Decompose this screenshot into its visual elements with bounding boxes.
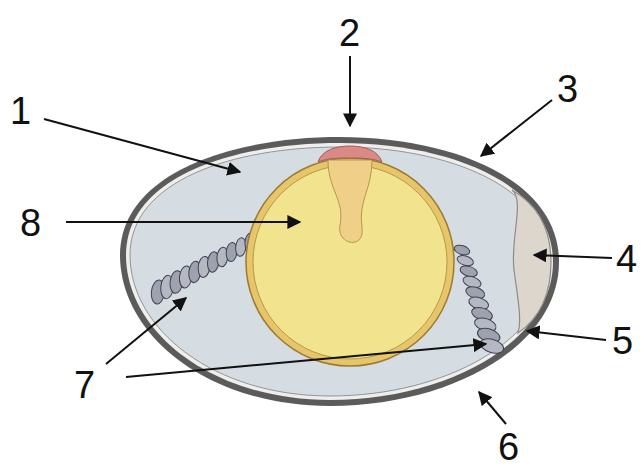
callout-number: 2	[339, 14, 360, 52]
callout-number: 4	[616, 240, 637, 278]
latebra	[328, 160, 372, 242]
germinal-disc	[318, 146, 382, 162]
callout-number: 8	[20, 204, 41, 242]
air-cell	[512, 190, 551, 333]
callout-number: 3	[557, 70, 578, 108]
chalaza-twist	[453, 243, 471, 256]
shell-membrane	[126, 143, 553, 400]
chalaza-twist	[479, 336, 506, 356]
shell	[120, 137, 559, 406]
callout-number: 5	[612, 322, 633, 360]
leader-lines	[44, 56, 612, 424]
callout-number: 6	[498, 428, 519, 466]
callout-number: 1	[10, 92, 31, 130]
callout-number: 7	[74, 366, 95, 404]
albumen	[130, 147, 549, 396]
vitelline-membrane	[246, 158, 454, 366]
